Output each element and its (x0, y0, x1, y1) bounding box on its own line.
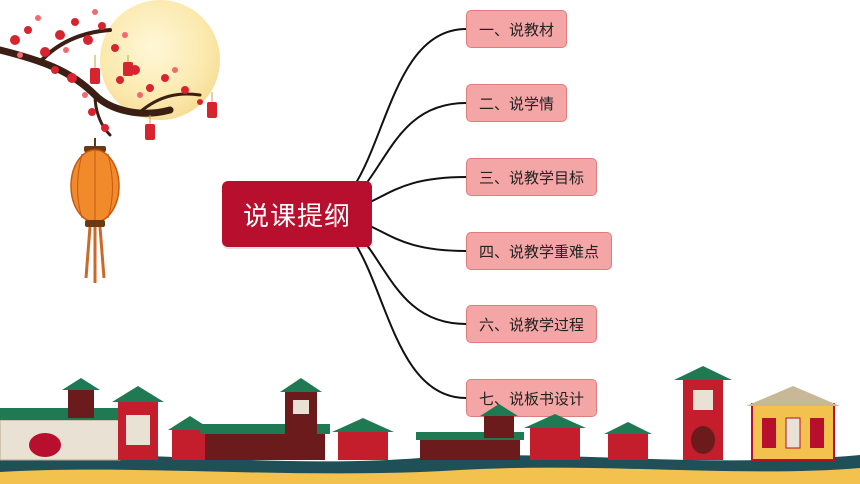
outline-item-5: 六、说教学过程 (466, 305, 598, 343)
outline-item-label: 三、说教学目标 (479, 168, 585, 187)
plum-branch-icon (0, 9, 217, 140)
outline-item-6: 七、说板书设计 (466, 379, 598, 417)
outline-item-label: 四、说教学重难点 (479, 242, 600, 261)
outline-item-label: 二、说学情 (479, 94, 555, 113)
outline-item-label: 一、说教材 (479, 20, 555, 39)
ancient-town-icon (0, 366, 860, 484)
outline-item-2: 二、说学情 (466, 84, 568, 122)
lantern-icon (70, 138, 120, 283)
center-topic-label: 说课提纲 (242, 201, 351, 232)
center-topic: 说课提纲 (222, 181, 372, 247)
outline-item-label: 六、说教学过程 (479, 315, 585, 334)
outline-item-label: 七、说板书设计 (479, 389, 585, 408)
outline-item-4: 四、说教学重难点 (466, 232, 613, 270)
outline-item-1: 一、说教材 (466, 10, 568, 48)
outline-item-3: 三、说教学目标 (466, 158, 598, 196)
